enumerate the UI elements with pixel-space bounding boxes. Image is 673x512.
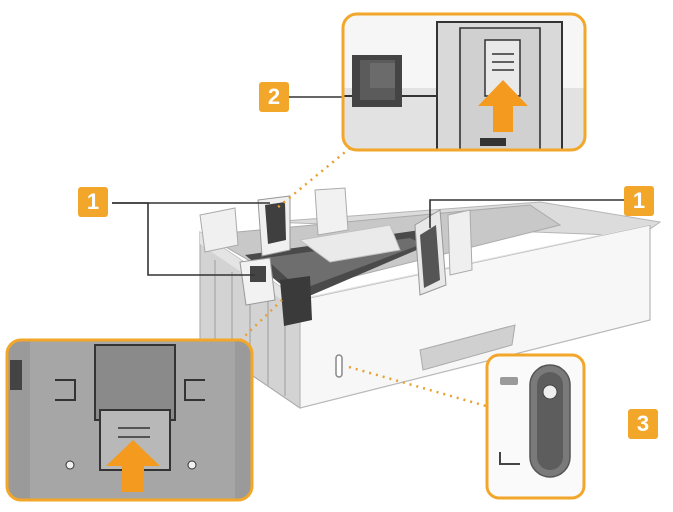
callout-1-right: 1	[624, 186, 654, 216]
callout-2: 2	[259, 82, 289, 112]
zoom-paper-level	[485, 353, 586, 500]
zoom-side-guide	[341, 12, 587, 152]
up-arrow-icon	[106, 440, 160, 492]
paper-tray	[199, 187, 662, 409]
zoom-rear-guide	[5, 338, 254, 502]
callout-3: 3	[628, 409, 658, 439]
callout-1-left: 1	[78, 187, 108, 217]
up-arrow-icon	[478, 80, 528, 132]
leader-lines	[112, 96, 640, 426]
